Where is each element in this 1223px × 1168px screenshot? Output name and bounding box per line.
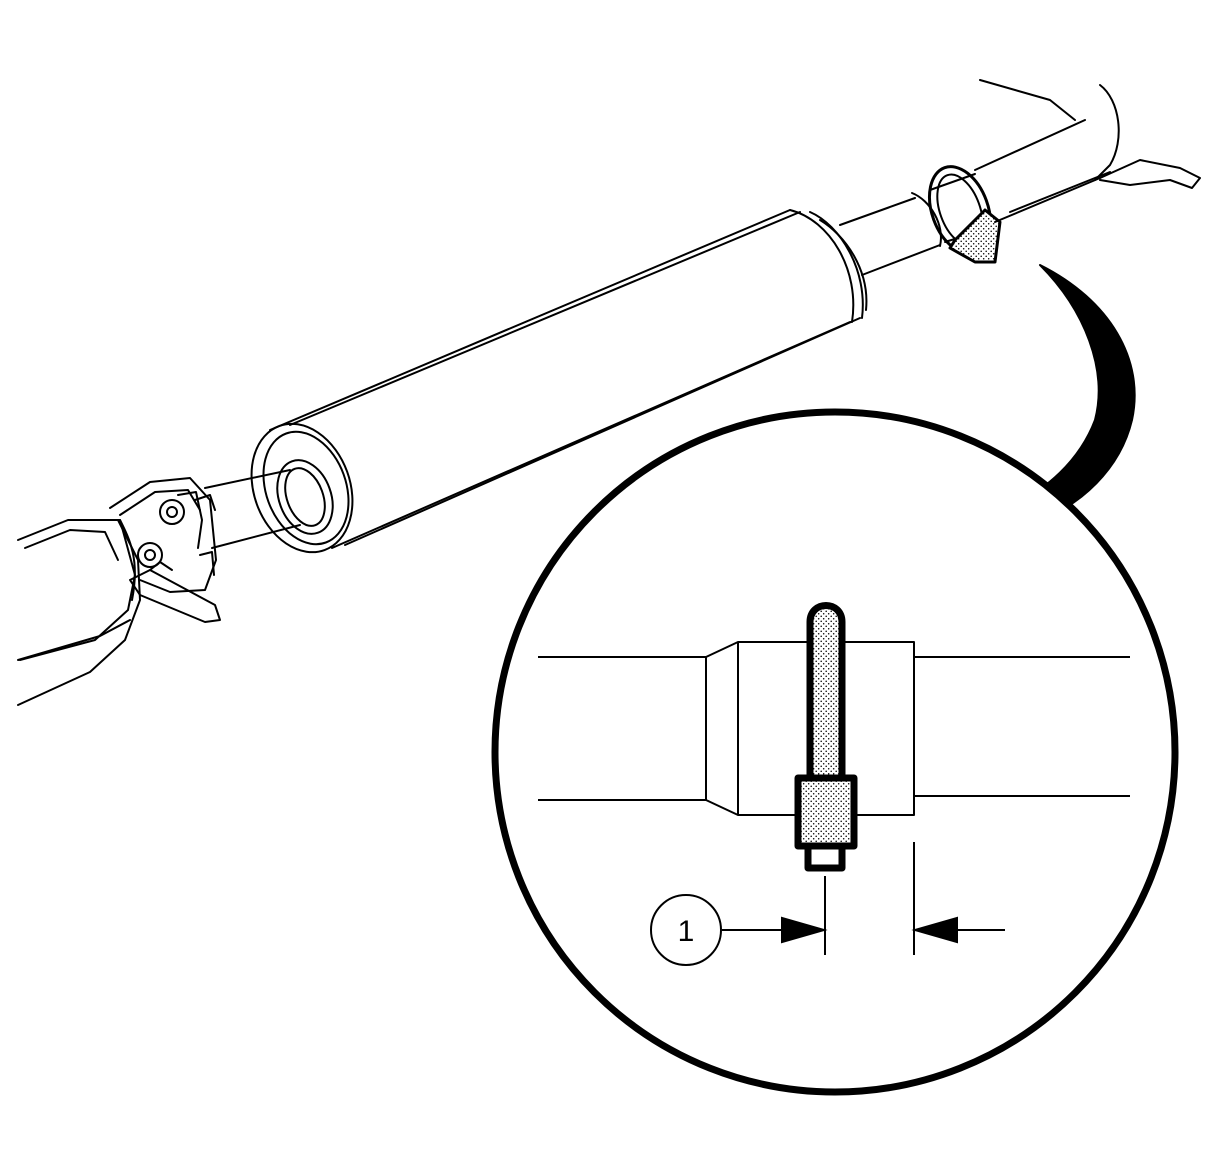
callout-1: 1 <box>650 894 722 966</box>
flange-joint <box>109 477 217 593</box>
hanger-bracket <box>129 561 221 623</box>
inlet-pipe <box>204 459 334 549</box>
outlet-pipe <box>839 173 991 276</box>
front-converter <box>17 519 141 706</box>
muffler <box>250 209 868 554</box>
tail-pipe <box>974 79 1201 223</box>
clamp-bolt <box>794 602 858 872</box>
detail-view: 1 <box>491 408 1179 1096</box>
pipe-joint-detail <box>538 641 1130 816</box>
dimension-marker <box>722 842 1005 955</box>
callout-label: 1 <box>678 915 695 948</box>
exhaust-system-illustration <box>17 79 1201 706</box>
exhaust-clamp <box>928 165 1002 264</box>
